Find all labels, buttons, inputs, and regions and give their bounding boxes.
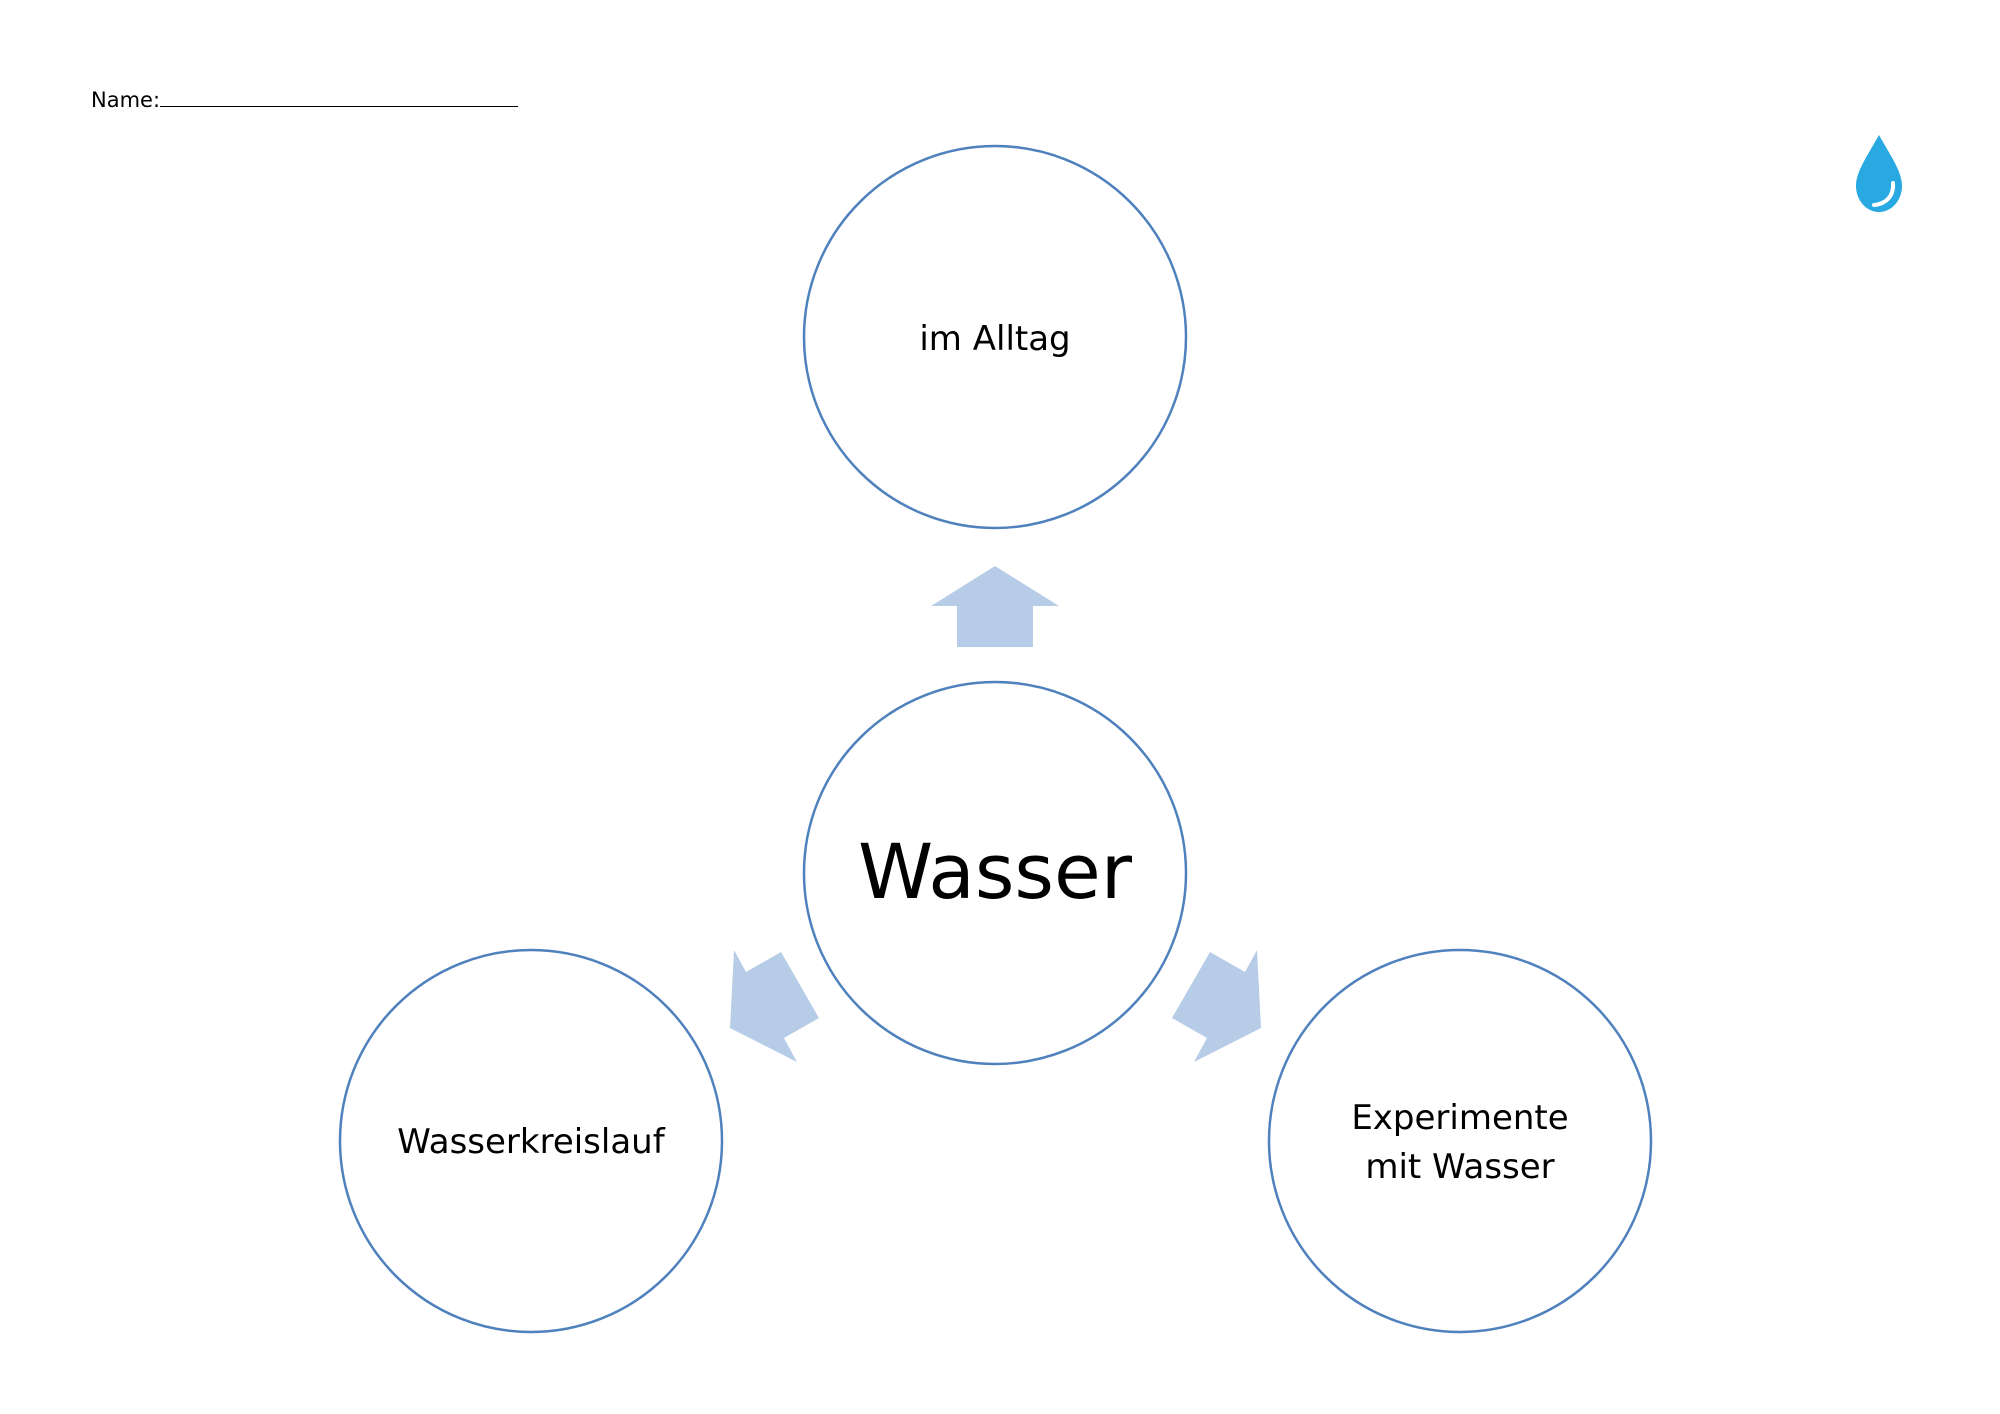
node-circle-wasserkreislauf [338,948,724,1334]
arrow-up [931,566,1059,647]
name-field: Name: [91,88,519,112]
node-label-experimente-line2: mit Wasser [1365,1147,1554,1187]
water-drop-icon [1856,135,1902,212]
node-label-wasserkreislauf: Wasserkreislauf [397,1122,665,1162]
arrow-down-right [1172,950,1261,1062]
arrows-group [730,566,1261,1062]
node-circle-im-alltag [802,144,1188,530]
name-label: Name: [91,88,161,112]
center-circle-wasser [802,680,1188,1066]
center-label: Wasser [858,827,1133,916]
node-label-experimente-line1: Experimente [1351,1098,1568,1138]
name-underline [160,88,519,107]
node-label-im-alltag: im Alltag [919,319,1070,359]
arrow-down-left [730,950,819,1062]
node-circle-experimente [1267,948,1653,1334]
